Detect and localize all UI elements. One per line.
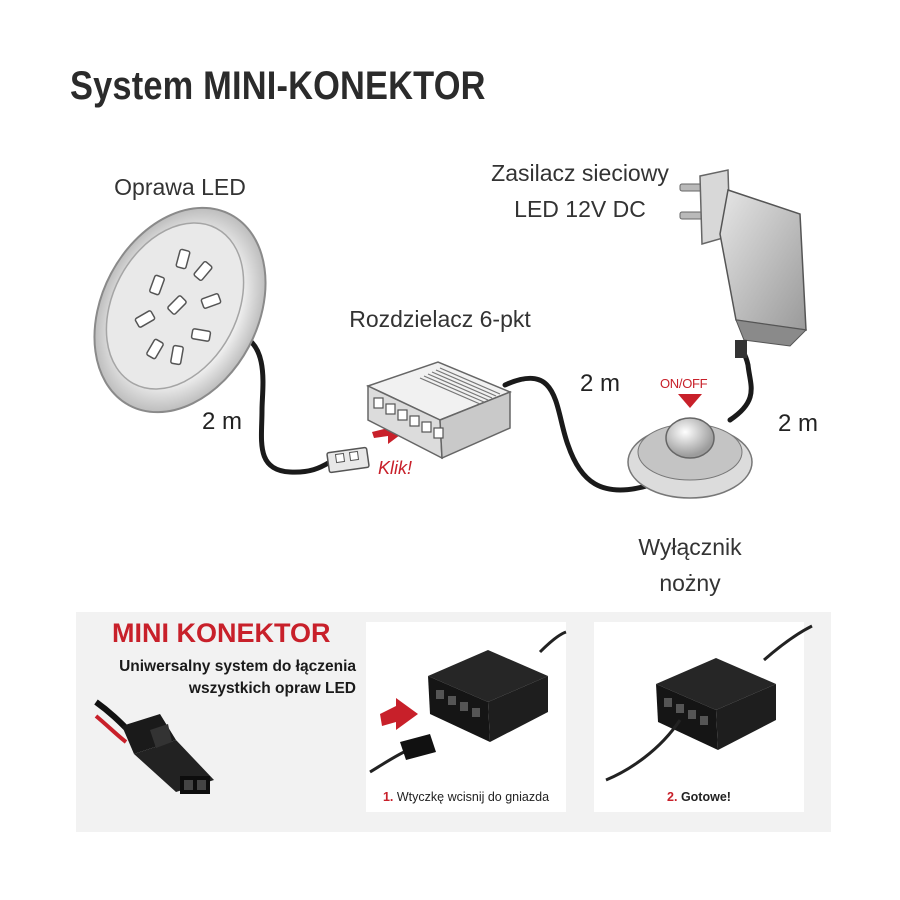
mini-connector-plug-image — [326, 446, 370, 474]
foot-switch-image — [627, 394, 753, 499]
on-off-label: ON/OFF — [660, 376, 708, 391]
switch-label-line2: nożny — [659, 570, 721, 596]
step-1-panel — [366, 622, 566, 812]
step-2-number: 2. — [667, 790, 678, 804]
step-2-text: Gotowe! — [680, 790, 731, 804]
splitter-label: Rozdzielacz 6-pkt — [349, 306, 531, 332]
subtitle-line2: wszystkich opraw LED — [188, 680, 356, 697]
cable-splitter-to-switch — [502, 375, 653, 493]
switch-label-line1: Wyłącznik — [638, 534, 742, 560]
power-supply-label-line2: LED 12V DC — [514, 196, 646, 222]
step-1-number: 1. — [382, 790, 394, 804]
step-1-caption: 1. Wtyczkę wcisnij do gniazda — [366, 790, 566, 804]
mini-konektor-heading: MINI KONEKTOR — [112, 618, 331, 648]
insert-arrow-icon — [372, 420, 404, 444]
cable-fixture-to-connector — [237, 332, 333, 475]
supply-cable-length: 2 m — [778, 410, 819, 437]
splitter-cable-length: 2 m — [580, 370, 621, 397]
klik-label: Klik! — [378, 458, 413, 478]
power-supply-image — [679, 169, 808, 358]
led-fixture-image — [93, 206, 267, 414]
led-fixture-label: Oprawa LED — [114, 174, 246, 200]
step-2-panel — [594, 622, 804, 812]
page-title: System MINI-KONEKTOR — [70, 64, 486, 108]
step-1-text: Wtyczkę wcisnij do gniazda — [396, 790, 550, 804]
power-supply-label-line1: Zasilacz sieciowy — [491, 160, 669, 186]
mini-konektor-subtitle: Uniwersalny system do łączenia wszystkic… — [98, 656, 356, 700]
down-arrow-icon — [678, 394, 702, 408]
subtitle-line1: Uniwersalny system do łączenia — [119, 658, 356, 675]
step-2-caption: 2. Gotowe! — [594, 790, 804, 804]
splitter-image — [366, 361, 512, 460]
fixture-cable-length: 2 m — [202, 408, 243, 435]
